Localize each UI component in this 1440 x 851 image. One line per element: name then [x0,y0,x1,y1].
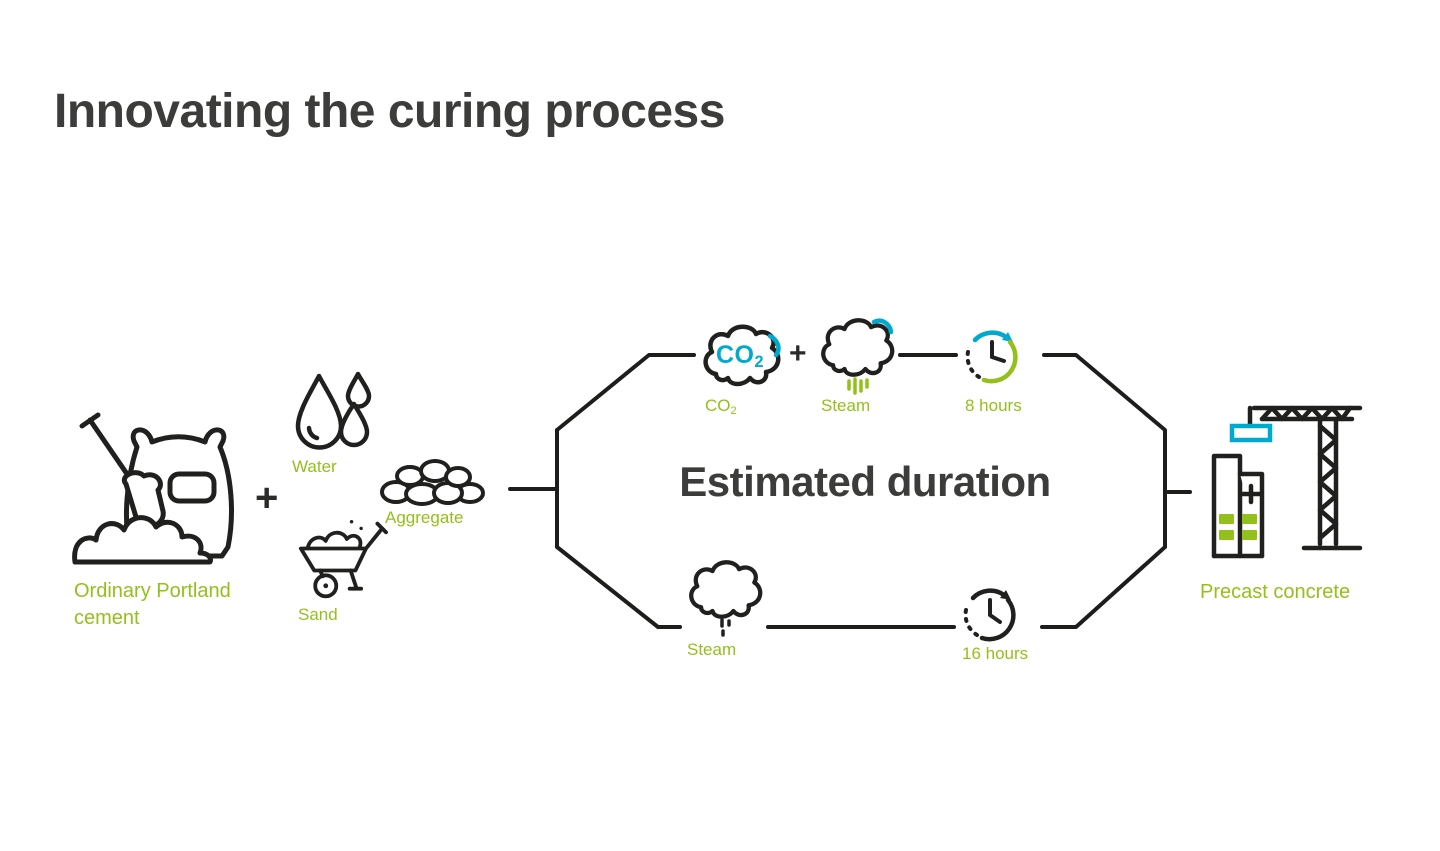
duration-16-hours-label: 16 hours [962,644,1029,663]
page-title: Innovating the curing process [54,85,725,138]
duration-8-hours-label: 8 hours [965,396,1022,415]
co2-cloud-text: CO2 [715,341,765,372]
steam-cloud-top-icon [816,312,896,398]
clock-8-hours-icon [962,324,1026,388]
precast-concrete-icon [1198,396,1368,564]
cement-bag-shovel-icon [70,410,245,570]
estimated-duration-label: Estimated duration [679,458,1051,505]
clock-16-hours-icon [960,582,1024,646]
steam-bottom-label: Steam [687,640,737,659]
plus-sign-top-path: + [789,337,807,370]
sand-wheelbarrow-icon [294,516,390,604]
steam-top-label: Steam [821,396,871,415]
plus-sign-inputs: + [255,476,279,520]
co2-label: CO2 [705,396,737,417]
co2-cloud-icon: CO2 [698,318,782,392]
aggregate-icon [378,452,488,506]
flow-line-path [508,353,1192,629]
precast-concrete-label: Precast concrete [1200,581,1351,603]
sand-label: Sand [298,605,338,624]
water-label: Water [292,457,337,476]
cement-label: Ordinary Portland cement [74,580,231,629]
water-drops-icon [288,370,380,454]
steam-cloud-bottom-icon [684,554,764,640]
aggregate-label: Aggregate [385,508,464,527]
